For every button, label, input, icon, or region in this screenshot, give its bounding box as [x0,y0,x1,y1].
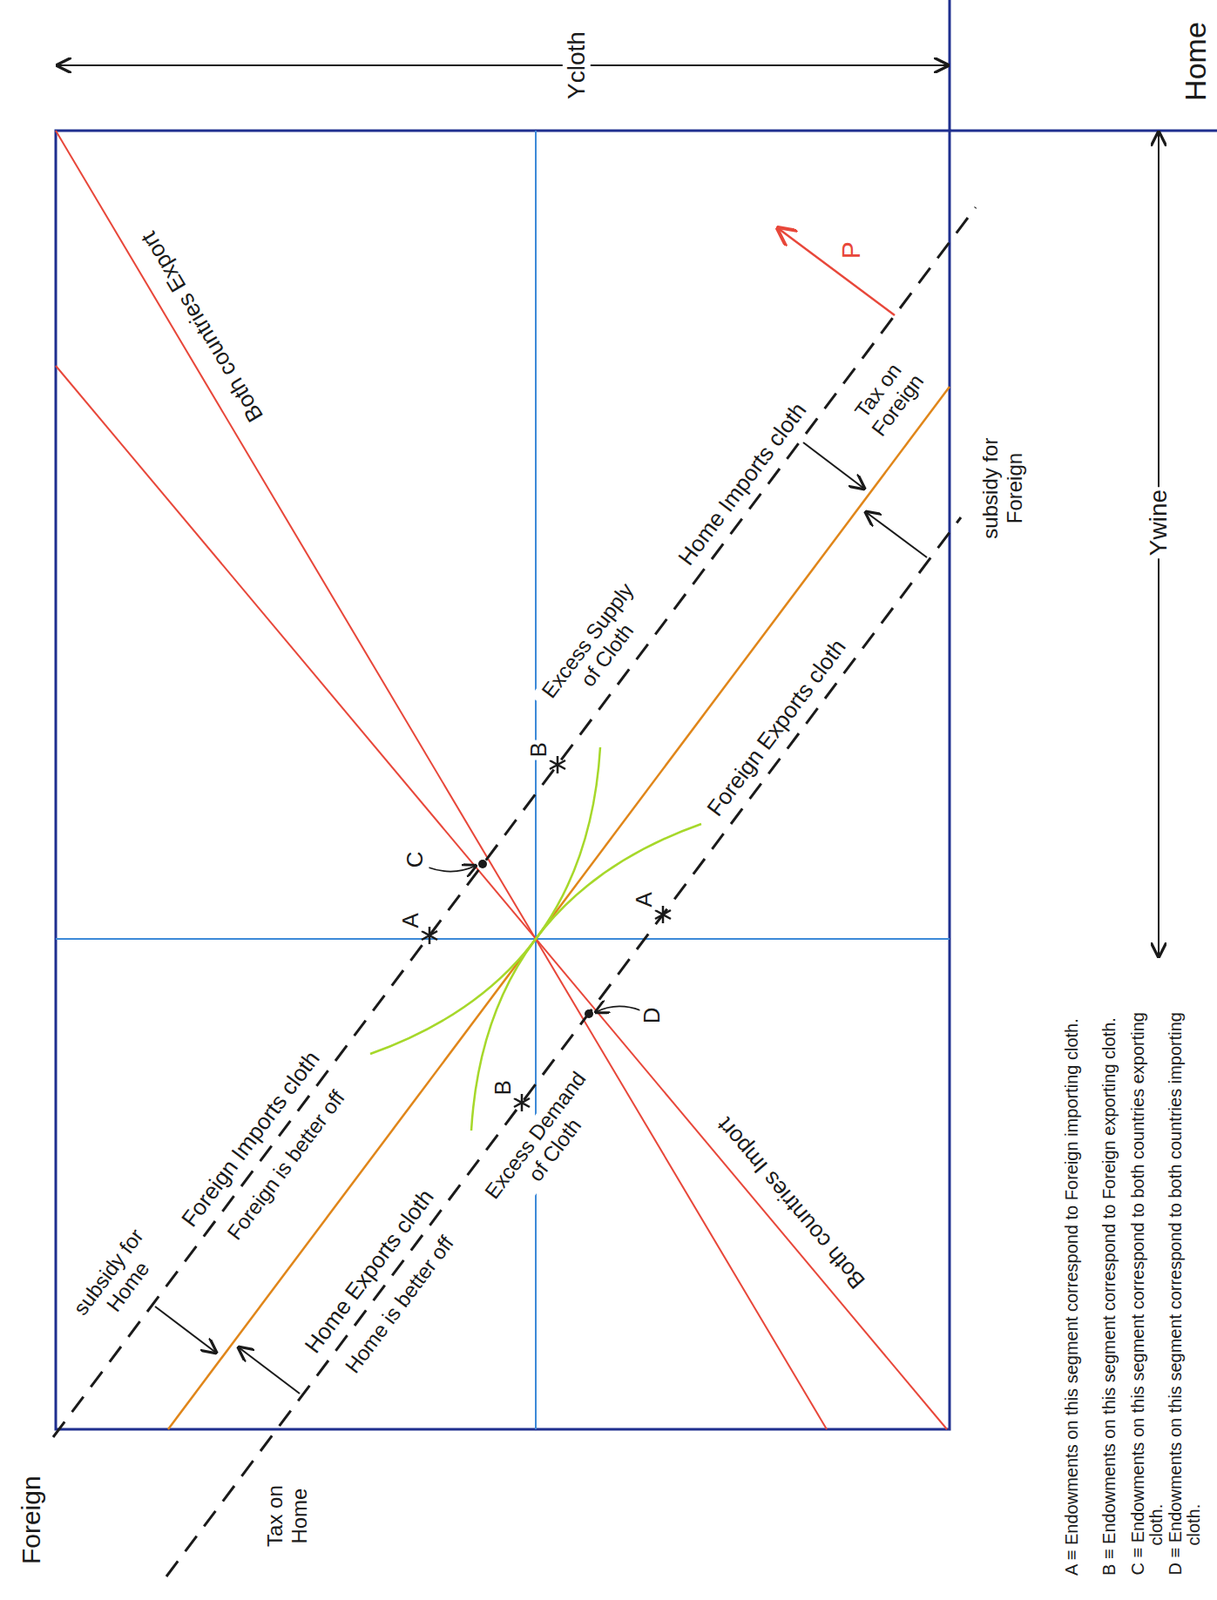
note-text: C ≡ Endowments on this segment correspon… [1128,1003,1165,1576]
segment-label: Home Imports cloth [671,395,814,573]
leader-line [428,865,476,873]
endowment-star [421,756,671,1112]
shift-label: Tax on Foreign [840,345,935,449]
frame-extension [949,129,1217,133]
box-frame [55,130,950,1430]
note-text: B ≡ Endowments on this segment correspon… [1100,1003,1119,1576]
shift-label: subsidy for Home [61,1215,175,1343]
red-ray [55,365,947,1430]
point-letter: B [525,739,552,760]
note-text: D ≡ Endowments on this segment correspon… [1165,1003,1203,1576]
dashed-line [166,517,961,1577]
shift-label: subsidy for Foreign [977,426,1026,550]
shift-label: Tax on Home [263,1469,312,1562]
dimension-arrow [57,64,948,67]
point-letter: A [397,910,424,931]
note-text: A ≡ Endowments on this segment correspon… [1062,1003,1082,1576]
orange-line [168,386,950,1430]
dimension-label: Ycloth [562,28,591,102]
segment-label: Foreign Exports cloth [700,632,853,824]
endowment-dot [584,1009,594,1019]
point-letter: D [639,1005,666,1028]
dimension-label: Ywine [1144,486,1173,559]
region-label: Excess Supply of Cloth [530,569,664,725]
shift-arrow [803,442,865,489]
axis-line [55,938,950,940]
dashed-line [53,207,976,1438]
frame-extension [948,0,952,131]
leader-line [595,1006,641,1013]
origin-label: Foreign [16,1473,48,1568]
point-letter: B [489,1077,516,1098]
region-label: Both countries Import [709,1110,873,1297]
indifference-curve [370,747,601,1055]
price-label: P [836,238,867,262]
axis-line [534,130,537,1430]
red-ray [55,130,827,1430]
shift-arrow [238,1347,300,1394]
endowment-dot [478,859,487,869]
shift-arrow [865,512,927,558]
shift-arrow [155,1306,217,1353]
point-letter: C [402,849,429,872]
point-letter: A [630,889,657,910]
region-label: Both countries Export [134,224,271,429]
origin-label: Home [1177,19,1212,104]
price-arrow [777,228,895,316]
